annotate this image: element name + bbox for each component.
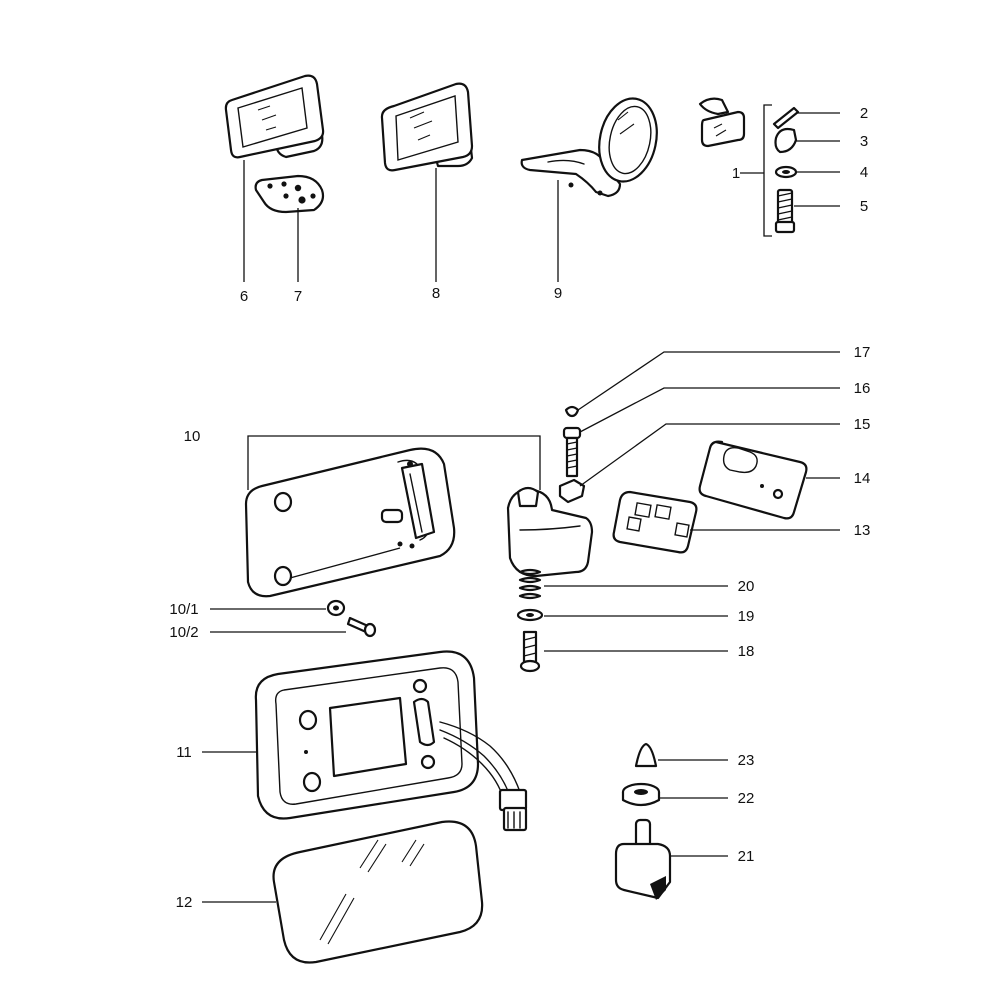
callout-8: 8 bbox=[432, 285, 440, 302]
bracket-1 bbox=[740, 104, 772, 237]
part-4-washer bbox=[774, 165, 798, 179]
part-1-small-mirror bbox=[698, 97, 746, 148]
leader-lines bbox=[202, 112, 840, 903]
part-3-gasket bbox=[774, 127, 798, 154]
part-12-glass bbox=[272, 820, 484, 964]
callout-15: 15 bbox=[854, 416, 871, 433]
part-15-clamp bbox=[558, 478, 586, 504]
part-6-rect-mirror bbox=[224, 74, 325, 159]
part-10-2-screw bbox=[346, 616, 377, 638]
callout-6: 6 bbox=[240, 288, 248, 305]
part-2-glass bbox=[772, 106, 800, 130]
callout-11: 11 bbox=[176, 744, 192, 761]
part-10-base-arm bbox=[506, 486, 594, 578]
part-16-screw bbox=[562, 426, 582, 478]
callout-10-2: 10/2 bbox=[169, 624, 198, 641]
part-21-switch bbox=[614, 818, 672, 900]
part-18-pin bbox=[519, 630, 541, 673]
part-17-clip bbox=[564, 405, 580, 418]
callout-3: 3 bbox=[860, 133, 868, 150]
part-10-1-nut bbox=[326, 599, 346, 617]
callout-labels: 6 7 8 9 1 2 3 4 5 17 16 15 14 13 20 19 1… bbox=[169, 105, 870, 911]
part-10-mirror-base bbox=[244, 447, 456, 598]
callout-2: 2 bbox=[860, 105, 868, 122]
callout-19: 19 bbox=[738, 608, 755, 625]
callout-14: 14 bbox=[854, 470, 871, 487]
callout-17: 17 bbox=[854, 344, 871, 361]
callout-18: 18 bbox=[738, 643, 755, 660]
callout-10: 10 bbox=[184, 428, 201, 445]
callout-4: 4 bbox=[860, 164, 868, 181]
callout-10-1: 10/1 bbox=[169, 601, 198, 618]
part-23-cap bbox=[634, 742, 658, 768]
callout-22: 22 bbox=[738, 790, 755, 807]
part-14-plate bbox=[698, 440, 808, 520]
callout-16: 16 bbox=[854, 380, 871, 397]
bracket-10 bbox=[247, 435, 541, 490]
part-5-screw bbox=[774, 188, 796, 234]
callout-20: 20 bbox=[738, 578, 755, 595]
callout-23: 23 bbox=[738, 752, 755, 769]
callout-9: 9 bbox=[554, 285, 562, 302]
callout-5: 5 bbox=[860, 198, 868, 215]
part-8-mirror-with-arm bbox=[380, 82, 474, 172]
callout-12: 12 bbox=[176, 894, 193, 911]
part-13-gasket bbox=[612, 490, 698, 554]
callout-13: 13 bbox=[854, 522, 871, 539]
part-7-base-plate bbox=[254, 174, 325, 214]
callout-1: 1 bbox=[732, 165, 740, 182]
callout-7: 7 bbox=[294, 288, 302, 305]
callout-21: 21 bbox=[738, 848, 755, 865]
part-11-mirror-housing bbox=[254, 650, 528, 832]
part-22-nut bbox=[621, 782, 661, 807]
part-9-round-mirror bbox=[520, 97, 658, 198]
part-20-spring bbox=[518, 568, 542, 600]
part-19-washer bbox=[516, 608, 544, 622]
